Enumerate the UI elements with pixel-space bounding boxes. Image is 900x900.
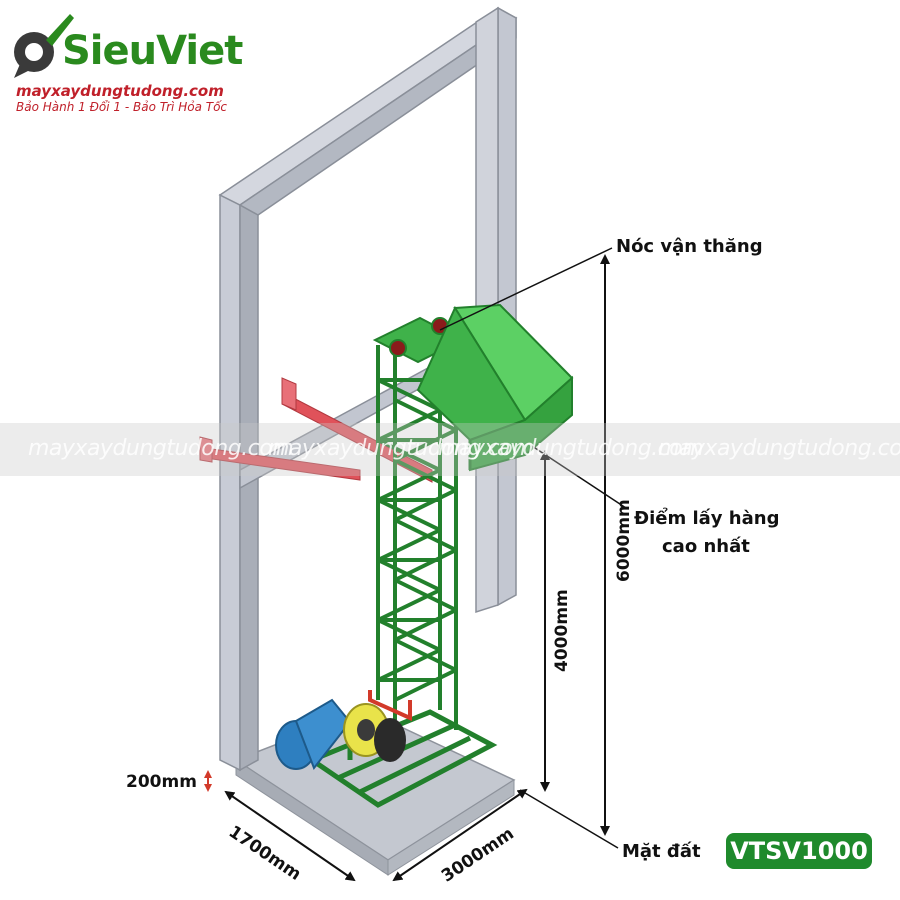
dim-base-thickness-label: 200mm xyxy=(126,772,197,792)
leader-lines xyxy=(439,247,627,849)
dim-total-height-label: 6000mm xyxy=(614,499,634,582)
watermark-text: mayxaydungtudong.com xyxy=(268,436,534,461)
watermark-text: mayxaydungtudong.com xyxy=(438,436,704,461)
model-badge: VTSV1000 xyxy=(726,833,872,869)
lifting-cage xyxy=(416,303,574,472)
watermark-band xyxy=(0,423,900,476)
dim-base-width xyxy=(224,790,356,882)
dim-pickup-height-label: 4000mm xyxy=(552,589,572,672)
logo-mark-icon xyxy=(14,14,74,78)
watermark-text: mayxaydungtudong.com xyxy=(28,436,294,461)
logo-tagline: Bảo Hành 1 Đổi 1 - Bảo Trì Hỏa Tốc xyxy=(16,100,228,114)
label-ground: Mặt đất xyxy=(622,841,701,862)
label-pickup-line2: cao nhất xyxy=(662,536,750,557)
label-roof: Nóc vận thăng xyxy=(616,236,763,257)
winch-drum xyxy=(343,690,412,762)
logo-website: mayxaydungtudong.com xyxy=(16,82,224,100)
dim-base-length xyxy=(392,788,528,882)
sheave-icon xyxy=(389,339,407,357)
winch-motor xyxy=(275,698,352,771)
watermark-text: mayxaydungtudong.com xyxy=(658,436,900,461)
label-pickup-line1: Điểm lấy hàng xyxy=(634,508,780,529)
logo-name: SieuViet xyxy=(62,28,243,74)
